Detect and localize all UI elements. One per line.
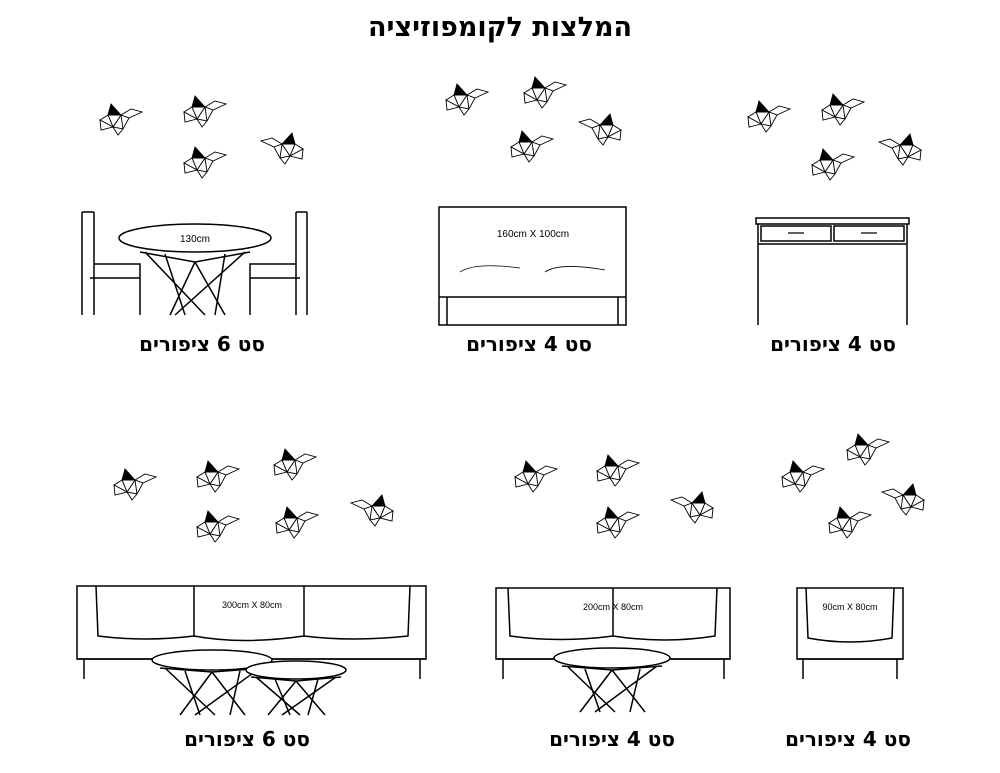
caption-set-1: סט 6 ציפורים: [139, 332, 265, 356]
dimension-label-2: 160cm X 100cm: [497, 229, 569, 240]
caption-set-5: סט 4 ציפורים: [549, 727, 675, 751]
origami-bird-icon: [350, 494, 394, 527]
origami-bird-icon: [275, 506, 319, 539]
caption-set-3: סט 4 ציפורים: [770, 332, 896, 356]
origami-bird-icon: [881, 483, 925, 516]
bird-set-1: [99, 95, 304, 179]
composition-1: 130cm: [81, 95, 308, 316]
origami-bird-icon: [183, 146, 227, 179]
bird-set-4: [113, 448, 394, 543]
origami-bird-icon: [596, 454, 640, 487]
dining-table-sketch: [81, 211, 308, 316]
dimension-label-5: 200cm X 80cm: [583, 602, 643, 612]
origami-bird-icon: [578, 113, 622, 146]
origami-bird-icon: [878, 133, 922, 166]
origami-bird-icon: [445, 83, 489, 116]
dimension-label-4: 300cm X 80cm: [222, 600, 282, 610]
origami-bird-icon: [821, 93, 865, 126]
origami-bird-icon: [196, 510, 240, 543]
origami-bird-icon: [273, 448, 317, 481]
caption-set-6: סט 4 ציפורים: [785, 727, 911, 751]
page-title: המלצות לקומפוזיציה: [367, 12, 633, 43]
composition-2: 160cm X 100cm: [438, 76, 627, 326]
coffee-tables-sketch: [151, 649, 347, 716]
composition-3: [747, 93, 922, 325]
bird-set-3: [747, 93, 922, 181]
composition-6: 90cm X 80cm: [781, 433, 925, 679]
origami-bird-icon: [99, 103, 143, 136]
origami-bird-icon: [811, 148, 855, 181]
origami-bird-icon: [523, 76, 567, 109]
origami-bird-icon: [514, 460, 558, 493]
origami-bird-icon: [828, 506, 872, 539]
origami-bird-icon: [510, 130, 554, 163]
caption-set-2: סט 4 ציפורים: [466, 332, 592, 356]
origami-bird-icon: [196, 460, 240, 493]
bird-set-5: [514, 454, 714, 539]
bed-headboard-sketch: [438, 206, 627, 326]
origami-bird-icon: [183, 95, 227, 128]
console-desk-sketch: [755, 217, 910, 325]
composition-4: 300cm X 80cm: [76, 448, 427, 716]
origami-bird-icon: [670, 491, 714, 524]
origami-bird-icon: [781, 460, 825, 493]
armchair-sketch: [796, 587, 904, 679]
bird-set-2: [445, 76, 622, 163]
coffee-table-sketch: [553, 647, 671, 713]
dimension-label-6: 90cm X 80cm: [822, 602, 877, 612]
bird-set-6: [781, 433, 925, 539]
origami-bird-icon: [747, 100, 791, 133]
origami-bird-icon: [596, 506, 640, 539]
origami-bird-icon: [113, 468, 157, 501]
origami-bird-icon: [260, 132, 304, 165]
origami-bird-icon: [846, 433, 890, 466]
composition-5: 200cm X 80cm: [495, 454, 731, 713]
dimension-label-1: 130cm: [180, 234, 210, 245]
caption-set-4: סט 6 ציפורים: [184, 727, 310, 751]
